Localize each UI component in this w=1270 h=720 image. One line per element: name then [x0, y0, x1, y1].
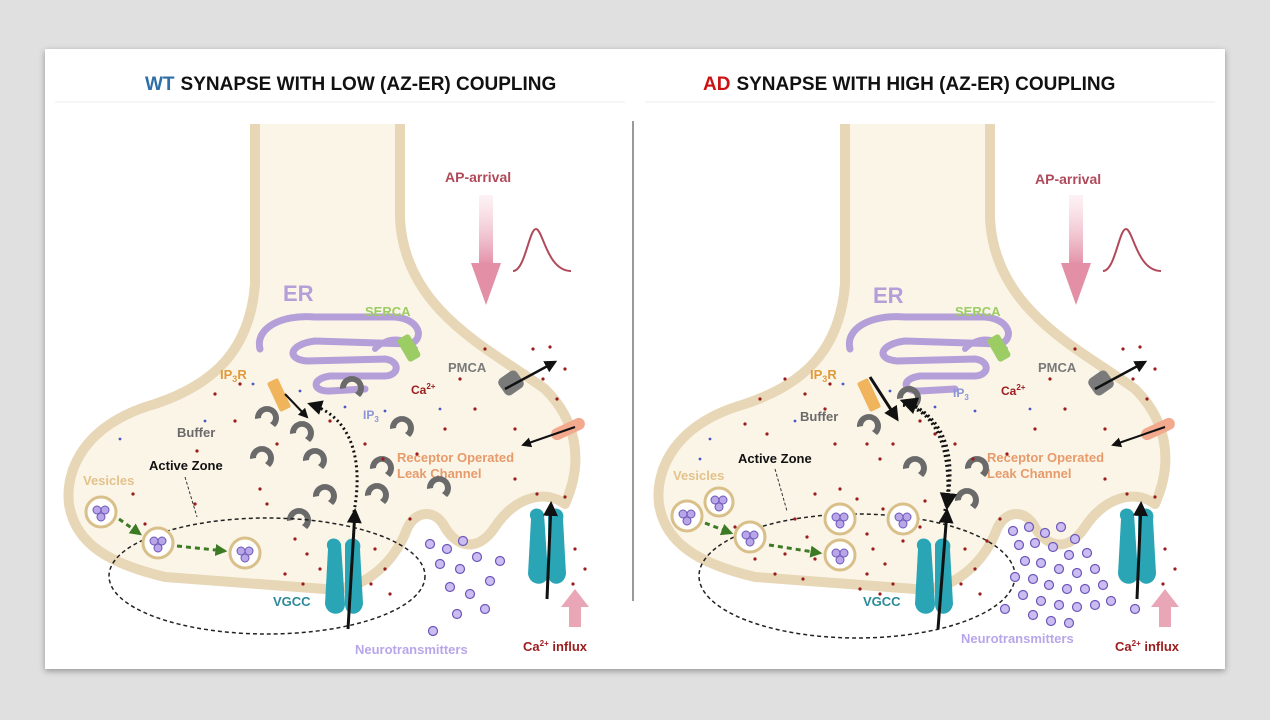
ip3r-channel	[267, 378, 291, 412]
vgcc-channel-right	[528, 508, 566, 584]
ad-tag: AD	[703, 74, 731, 95]
neurotransmitters-label-ad: Neurotransmitters	[961, 631, 1074, 646]
ip3-molecules-ad	[698, 382, 1032, 461]
buffer-label: Buffer	[177, 425, 215, 440]
pmca-label: PMCA	[448, 360, 487, 375]
ad-synapse: AP-arrival ER SERCA IP3R PMCA Receptor O…	[653, 124, 1180, 654]
ap-arrival-label-ad: AP-arrival	[1035, 171, 1101, 187]
vesicles-label-ad: Vesicles	[673, 468, 724, 483]
ca-influx-label: Ca2+ influx	[523, 639, 588, 654]
receptor-label-2-ad: Leak Channel	[987, 466, 1072, 481]
buffer-label-ad: Buffer	[800, 409, 838, 424]
endoplasmic-reticulum	[255, 313, 422, 395]
serca-pump	[397, 334, 421, 362]
ip3r-label-ad: IP3R	[810, 367, 837, 384]
vesicles-ad	[670, 486, 920, 572]
action-potential-waveform-ad	[1102, 227, 1162, 272]
calcium-ions-ad	[733, 345, 1177, 596]
calcium-label-ad: Ca2+	[1001, 383, 1026, 398]
ip3-label-ad: IP3	[953, 386, 969, 402]
buffer-proteins-ad	[856, 386, 989, 509]
vgcc-label-ad: VGCC	[863, 594, 901, 609]
serca-pump-ad	[987, 334, 1011, 362]
ca-influx-label-ad: Ca2+ influx	[1115, 639, 1180, 654]
presynaptic-membrane-ad	[653, 124, 1171, 595]
vgcc-channel-right-ad	[1118, 508, 1156, 584]
calcium-ions	[131, 345, 587, 596]
neurotransmitter-cluster	[424, 535, 506, 637]
neurotransmitters-label: Neurotransmitters	[355, 642, 468, 657]
serca-label: SERCA	[365, 304, 411, 319]
pmca-pump	[498, 370, 524, 396]
er-label: ER	[283, 281, 314, 306]
active-zone-label: Active Zone	[149, 458, 223, 473]
ad-title-text: SYNAPSE WITH HIGH (AZ-ER) COUPLING	[736, 74, 1116, 95]
wt-title-text: SYNAPSE WITH LOW (AZ-ER) COUPLING	[180, 74, 557, 95]
vesicles-label: Vesicles	[83, 473, 134, 488]
active-zone-outline	[108, 517, 426, 635]
receptor-label-1: Receptor Operated	[397, 450, 514, 465]
ip3-molecules	[118, 382, 442, 441]
action-potential-waveform	[512, 227, 572, 272]
neurotransmitter-cluster-ad	[999, 521, 1141, 629]
presynaptic-membrane	[63, 124, 581, 595]
serca-label-ad: SERCA	[955, 304, 1001, 319]
calcium-label: Ca2+	[411, 382, 436, 397]
pmca-pump-ad	[1088, 370, 1114, 396]
wt-synapse: AP-arrival ER SERCA IP3R PMCA Receptor O…	[63, 124, 589, 657]
pmca-label-ad: PMCA	[1038, 360, 1077, 375]
vgcc-label: VGCC	[273, 594, 311, 609]
active-zone-label-ad: Active Zone	[738, 451, 812, 466]
ip3r-label: IP3R	[220, 367, 247, 384]
wt-tag: WT	[145, 74, 175, 95]
er-label-ad: ER	[873, 283, 904, 308]
ap-arrival-label: AP-arrival	[445, 169, 511, 185]
vesicles	[84, 495, 262, 570]
ip3r-channel-ad	[857, 378, 881, 412]
receptor-label-2: Leak Channel	[397, 466, 482, 481]
buffer-proteins	[249, 376, 451, 529]
endoplasmic-reticulum-ad	[845, 313, 1012, 395]
ip3-label: IP3	[363, 408, 379, 424]
receptor-label-1-ad: Receptor Operated	[987, 450, 1104, 465]
vgcc-channel-ad	[915, 538, 953, 614]
synapse-diagrams: AP-arrival ER SERCA IP3R PMCA Receptor O…	[55, 101, 1215, 657]
